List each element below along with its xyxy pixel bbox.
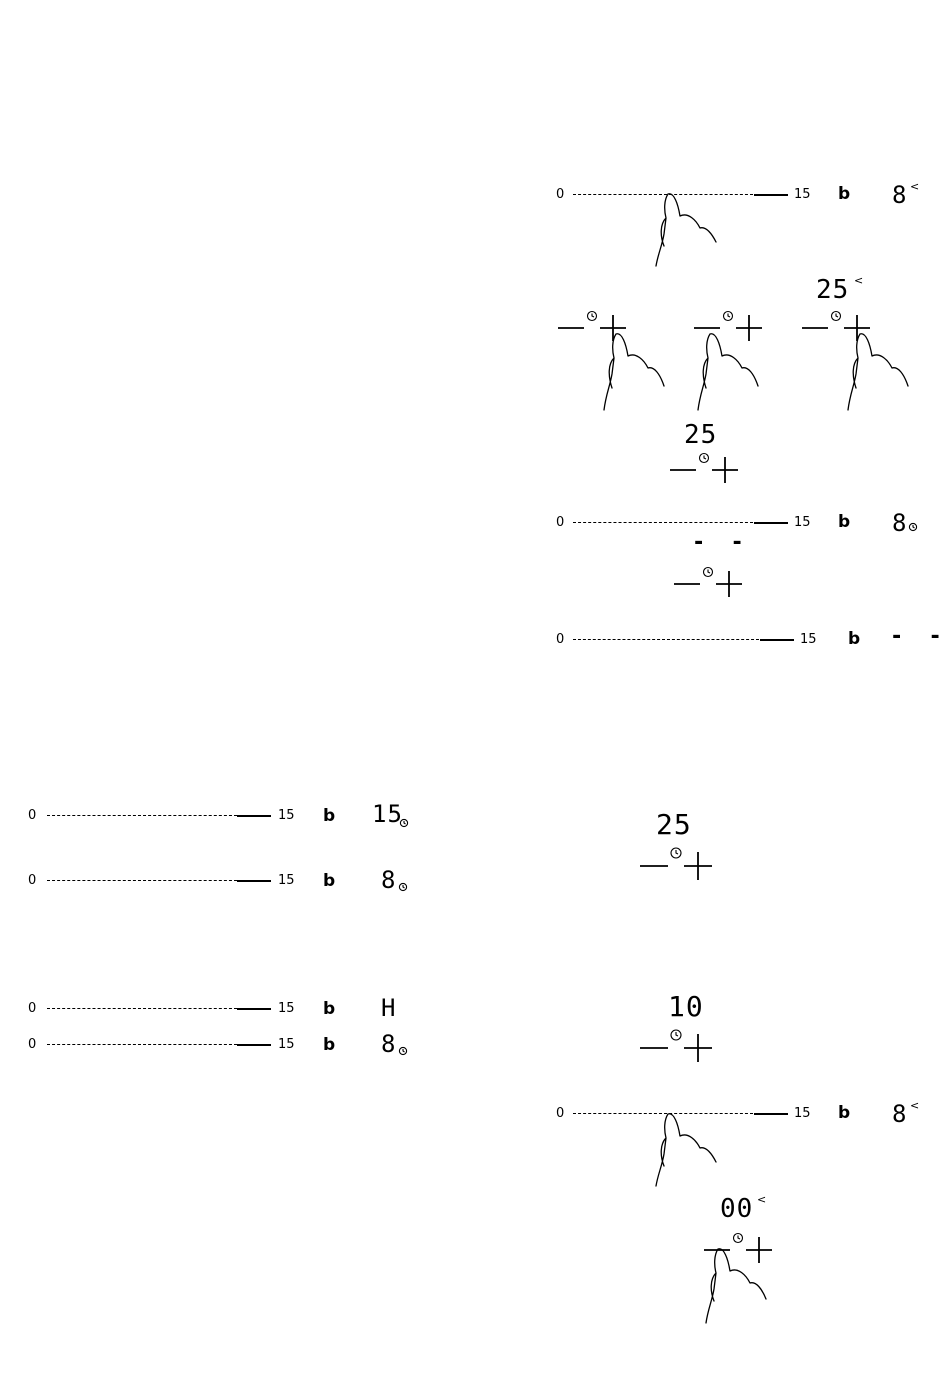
power-slider-row-5[interactable]: 0 15 bbox=[28, 872, 298, 890]
timer-control-standalone-2[interactable] bbox=[640, 1028, 714, 1068]
slider-dashed-track bbox=[573, 522, 753, 523]
timer-display: 8 bbox=[892, 1100, 907, 1128]
slider-dashed-track bbox=[47, 1008, 237, 1009]
timer-display: 10 bbox=[668, 990, 704, 1023]
slider-solid-track bbox=[237, 1044, 271, 1046]
timer-display: 00 bbox=[720, 1194, 753, 1224]
zone-letter: b bbox=[323, 871, 335, 891]
slider-solid-track bbox=[754, 1113, 788, 1115]
slider-min-label: 0 bbox=[556, 631, 564, 649]
timer-display: 25 bbox=[684, 420, 717, 450]
blink-indicator: < bbox=[854, 274, 863, 287]
slider-solid-track bbox=[754, 194, 788, 196]
power-slider-row-2[interactable]: 0 15 bbox=[556, 514, 816, 532]
zone-letter: b bbox=[323, 806, 335, 826]
slider-max-label: 15 bbox=[278, 872, 295, 890]
slider-dashed-track bbox=[47, 1044, 237, 1045]
clock-indicator-icon bbox=[398, 882, 408, 892]
slider-min-label: 0 bbox=[28, 1000, 36, 1018]
timer-display-off: - - bbox=[692, 530, 750, 555]
timer-control-lower[interactable] bbox=[674, 566, 744, 606]
clock-indicator-icon bbox=[908, 522, 918, 532]
finger-touch-icon bbox=[692, 330, 772, 420]
timer-display: 8 bbox=[892, 181, 907, 209]
timer-display: 8 bbox=[892, 509, 907, 537]
timer-display: 8 bbox=[381, 1030, 396, 1058]
finger-touch-icon bbox=[598, 330, 678, 420]
slider-dashed-track bbox=[573, 639, 759, 640]
slider-max-label: 15 bbox=[800, 631, 817, 649]
zone-letter: b bbox=[323, 999, 335, 1019]
slider-max-label: 15 bbox=[794, 514, 811, 532]
slider-solid-track bbox=[237, 1008, 271, 1010]
timer-control-center[interactable] bbox=[670, 452, 740, 492]
finger-touch-icon bbox=[842, 330, 922, 420]
zone-letter: b bbox=[848, 629, 860, 649]
blink-indicator: < bbox=[757, 1193, 766, 1206]
slider-max-label: 15 bbox=[278, 807, 295, 825]
slider-min-label: 0 bbox=[556, 514, 564, 532]
slider-max-label: 15 bbox=[278, 1036, 295, 1054]
timer-display: 25 bbox=[816, 275, 849, 305]
timer-display: 25 bbox=[656, 808, 692, 841]
zone-letter: b bbox=[838, 512, 850, 532]
blink-indicator: < bbox=[910, 1099, 919, 1112]
slider-solid-track bbox=[237, 815, 271, 817]
slider-min-label: 0 bbox=[28, 807, 36, 825]
zone-letter: b bbox=[838, 1103, 850, 1123]
slider-min-label: 0 bbox=[28, 872, 36, 890]
finger-touch-icon bbox=[700, 1245, 780, 1330]
slider-min-label: 0 bbox=[556, 186, 564, 204]
slider-solid-track bbox=[760, 639, 794, 641]
clock-indicator-icon bbox=[398, 1046, 408, 1056]
timer-display: 8 bbox=[381, 866, 396, 894]
slider-min-label: 0 bbox=[556, 1105, 564, 1123]
power-slider-row-4[interactable]: 0 15 bbox=[28, 807, 298, 825]
timer-display-off: - - bbox=[890, 624, 948, 649]
slider-dashed-track bbox=[47, 815, 237, 816]
zone-letter: b bbox=[838, 184, 850, 204]
slider-max-label: 15 bbox=[278, 1000, 295, 1018]
power-slider-row-3[interactable]: 0 15 bbox=[556, 631, 826, 649]
slider-max-label: 15 bbox=[794, 186, 811, 204]
finger-touch-icon bbox=[650, 1110, 730, 1190]
slider-solid-track bbox=[237, 880, 271, 882]
slider-solid-track bbox=[754, 522, 788, 524]
power-slider-row-6[interactable]: 0 15 bbox=[28, 1000, 298, 1018]
timer-control-standalone-1[interactable] bbox=[640, 846, 714, 886]
finger-touch-icon bbox=[650, 190, 730, 270]
zone-letter: b bbox=[323, 1035, 335, 1055]
slider-max-label: 15 bbox=[794, 1105, 811, 1123]
timer-display: H bbox=[381, 994, 396, 1022]
slider-min-label: 0 bbox=[28, 1036, 36, 1054]
blink-indicator: < bbox=[910, 180, 919, 193]
clock-indicator-icon bbox=[399, 818, 409, 828]
slider-dashed-track bbox=[47, 880, 237, 881]
power-slider-row-7[interactable]: 0 15 bbox=[28, 1036, 298, 1054]
